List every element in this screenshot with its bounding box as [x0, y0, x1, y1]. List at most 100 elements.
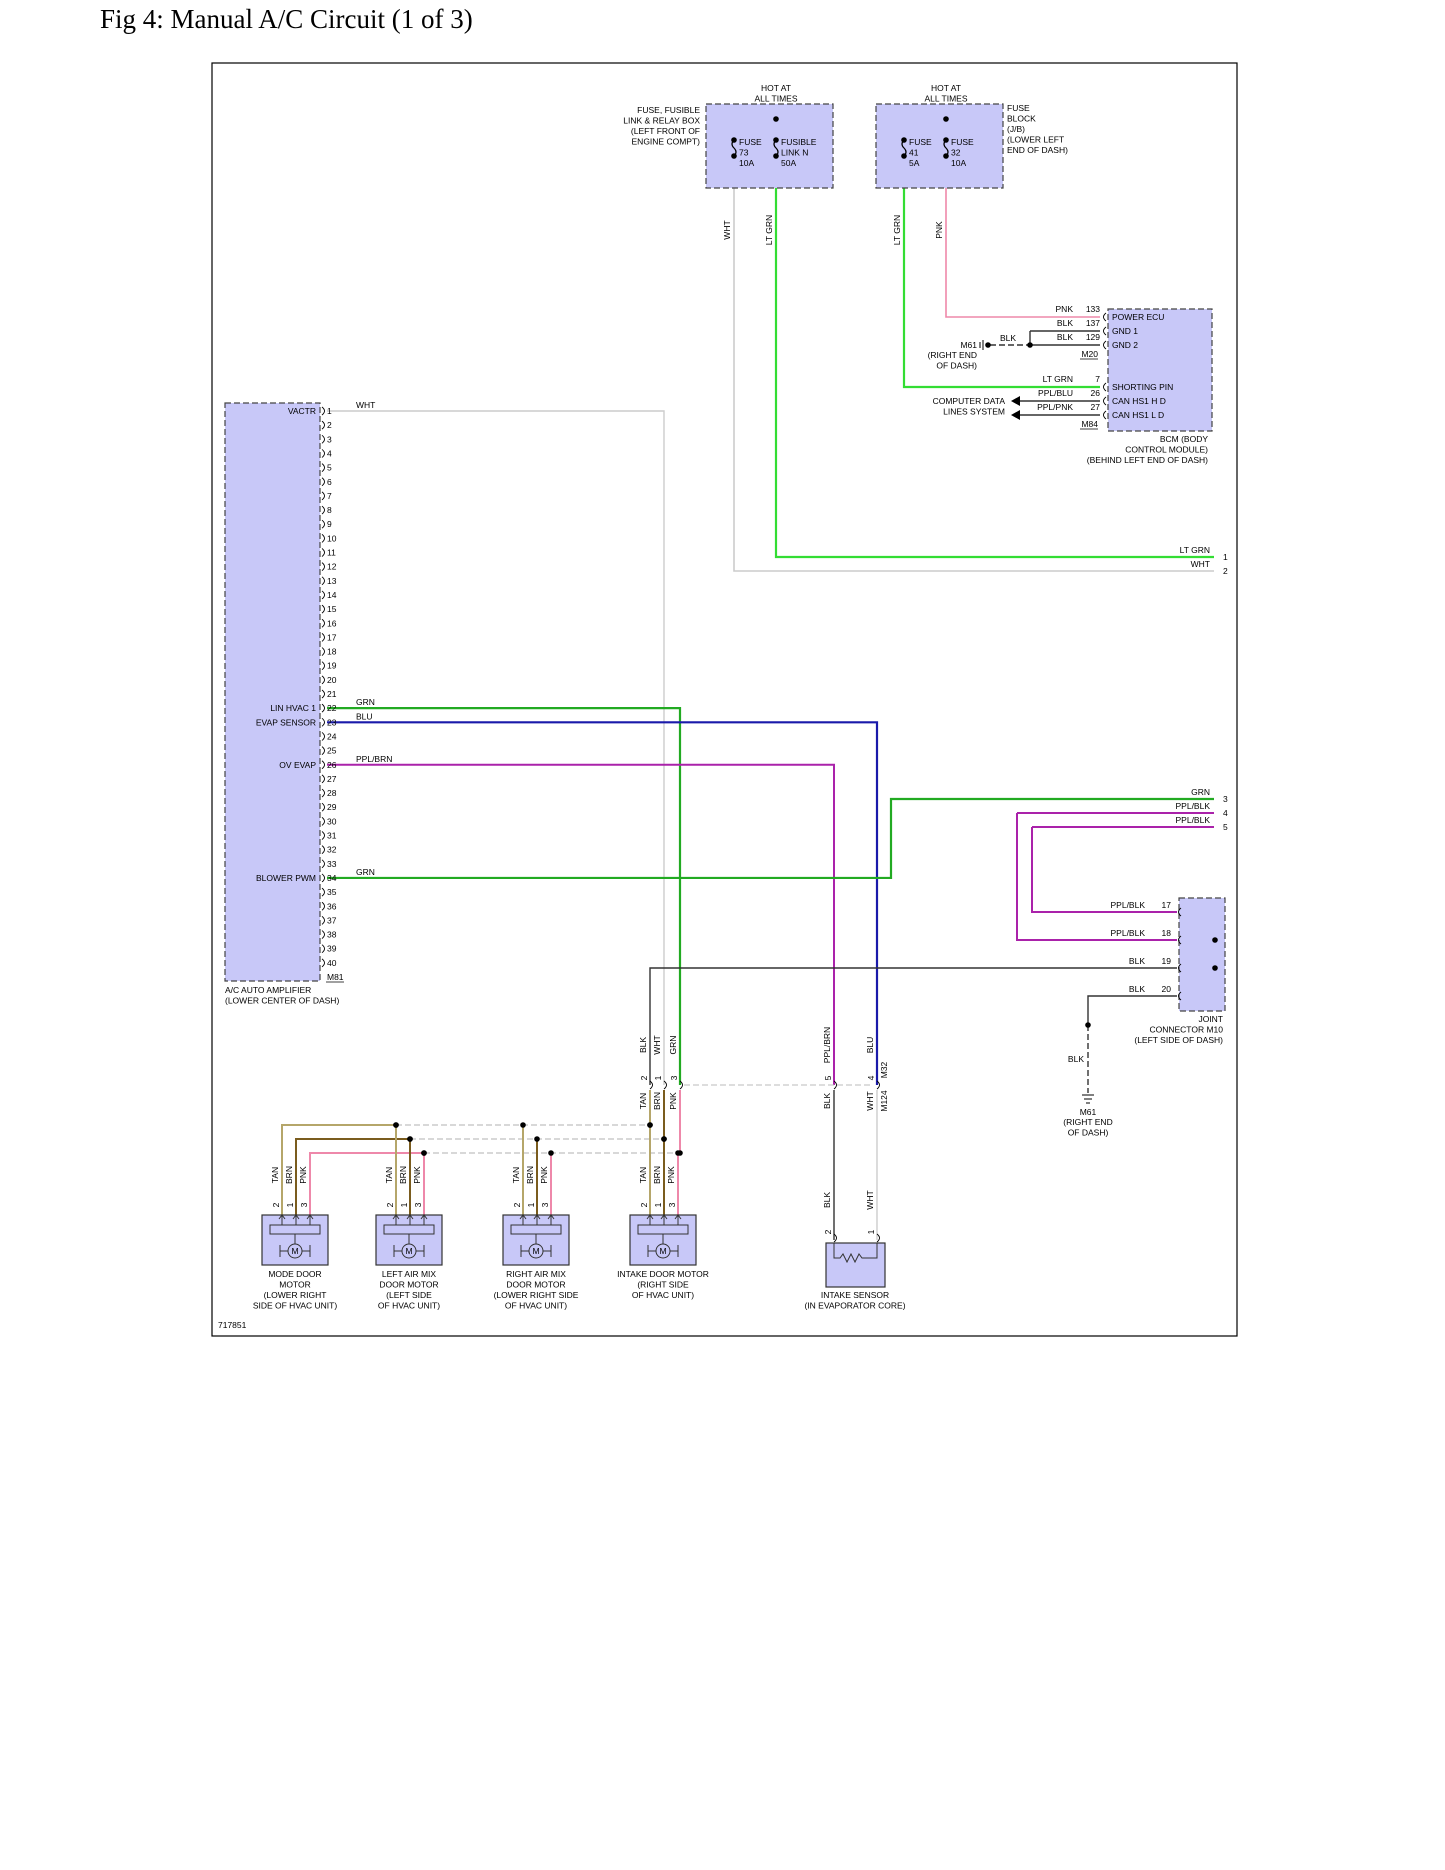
wht-wire	[733, 188, 1214, 572]
pin-number: 10	[327, 533, 337, 543]
joint-splice	[1212, 937, 1218, 943]
motor-caption: OF HVAC UNIT)	[505, 1301, 567, 1311]
pin-number: 25	[327, 746, 337, 756]
wire-color-label: BLU	[865, 1037, 875, 1054]
pin-number: 2	[327, 420, 332, 430]
wht-wire	[327, 410, 665, 1085]
pin-number: 29	[327, 802, 337, 812]
amplifier-pin	[321, 901, 325, 911]
blu-wire	[327, 721, 879, 1085]
pin-number: 19	[1162, 956, 1172, 966]
amplifier-pin	[321, 816, 325, 826]
amplifier-pin	[321, 944, 325, 954]
wire-color-label: TAN	[511, 1167, 521, 1183]
joint-caption: JOINT	[1198, 1014, 1223, 1024]
sensor-pin	[833, 1233, 837, 1243]
fuse-box-label: BLOCK	[1007, 114, 1036, 124]
amplifier-pin-label: EVAP SENSOR	[256, 717, 316, 727]
wire-color-label: GRN	[668, 1036, 678, 1055]
pin-number: 6	[327, 477, 332, 487]
wire-color-label: BRN	[652, 1092, 662, 1110]
pin-number: 2	[823, 1229, 833, 1234]
amplifier-pin	[321, 491, 325, 501]
amplifier-pin	[321, 958, 325, 968]
joint-caption: CONNECTOR M10	[1149, 1025, 1223, 1035]
pin-number: 1	[866, 1229, 876, 1234]
fuse-terminal	[773, 137, 779, 143]
motor-lead-icon	[393, 1234, 425, 1257]
fuse-label: 50A	[781, 158, 796, 168]
joint-pin	[1178, 907, 1182, 917]
pin-number: 14	[327, 590, 337, 600]
motor-contact-icon	[547, 1214, 555, 1225]
fuse-label: 10A	[951, 158, 966, 168]
motor-lead-icon	[647, 1234, 679, 1257]
wire-color-label: LT GRN	[764, 215, 774, 245]
wire-color-label: PNK	[934, 221, 944, 239]
bus-splice	[421, 1150, 427, 1156]
pin-number: 20	[1162, 984, 1172, 994]
wire-color-label: BRN	[652, 1166, 662, 1184]
wire-color-label: PNK	[539, 1166, 549, 1184]
ground-location: OF DASH)	[936, 361, 977, 371]
pin-number: 19	[327, 661, 337, 671]
fuse-box-label: FUSE	[1007, 103, 1030, 113]
inline-pin	[663, 1080, 667, 1090]
tan-wire	[281, 1124, 396, 1215]
pin-number: 16	[327, 618, 337, 628]
wire-color-label: PNK	[1056, 304, 1074, 314]
pin-number: 30	[327, 816, 337, 826]
fuse-relay-box	[705, 103, 834, 189]
fuse-terminal	[731, 153, 737, 159]
motor-contact-icon	[292, 1214, 300, 1225]
hot-at-all-times-label: HOT AT	[761, 83, 791, 93]
amplifier-pin	[321, 449, 325, 458]
inline-pin	[649, 1080, 653, 1090]
motor-contact-icon	[406, 1214, 414, 1225]
motor-caption: (LOWER RIGHT SIDE	[494, 1290, 579, 1300]
lt-grn-wire	[774, 188, 1214, 559]
pin-number: 1	[285, 1202, 295, 1207]
amplifier-pin-label: LIN HVAC 1	[270, 703, 316, 713]
bcm-pin-label: POWER ECU	[1112, 312, 1164, 322]
fuse-label: 41	[909, 148, 919, 158]
pin-number: 18	[1162, 928, 1172, 938]
motor-caption: MOTOR	[279, 1280, 310, 1290]
joint-pin	[1178, 935, 1182, 945]
wire-color-label: GRN	[1191, 787, 1210, 797]
pin-number: 38	[327, 930, 337, 940]
motor-lead-icon	[279, 1234, 311, 1257]
motor-caption: DOOR MOTOR	[506, 1280, 565, 1290]
motor-caption: DOOR MOTOR	[379, 1280, 438, 1290]
motor-caption: (LEFT SIDE	[386, 1290, 432, 1300]
bus-splice	[647, 1122, 653, 1128]
pin-number: 5	[823, 1075, 833, 1080]
amplifier-pin	[321, 746, 325, 755]
fuse-box-label: (LOWER LEFT	[1007, 135, 1064, 145]
bus-splice	[661, 1136, 667, 1142]
amplifier-pin	[321, 519, 325, 529]
amplifier-pin	[321, 831, 325, 840]
ground-id: M61	[960, 340, 977, 350]
motor-lead-icon	[520, 1234, 552, 1257]
amplifier-pin	[321, 873, 325, 883]
pin-number: 39	[327, 944, 337, 954]
wire-color-label: TAN	[638, 1093, 648, 1109]
wire-color-label: PPL/BRN	[822, 1027, 832, 1063]
pin-number: 3	[540, 1202, 550, 1207]
fuse-terminal	[731, 137, 737, 143]
motor-contact-icon	[674, 1214, 682, 1225]
fuse-label: FUSE	[909, 137, 932, 147]
connector-id: M81	[327, 972, 344, 982]
wire-color-label: BRN	[398, 1166, 408, 1184]
hot-at-all-times-label: ALL TIMES	[925, 94, 968, 104]
motor-caption: LEFT AIR MIX	[382, 1269, 436, 1279]
pin-number: 12	[327, 562, 337, 572]
fuse-icon	[773, 139, 779, 157]
wire-color-label: PPL/BLK	[1111, 900, 1146, 910]
pin-number: 35	[327, 887, 337, 897]
fuse-icon	[943, 139, 949, 157]
bcm-pin	[1103, 340, 1107, 350]
bcm-module	[1107, 308, 1213, 432]
pin-number: 18	[327, 647, 337, 657]
